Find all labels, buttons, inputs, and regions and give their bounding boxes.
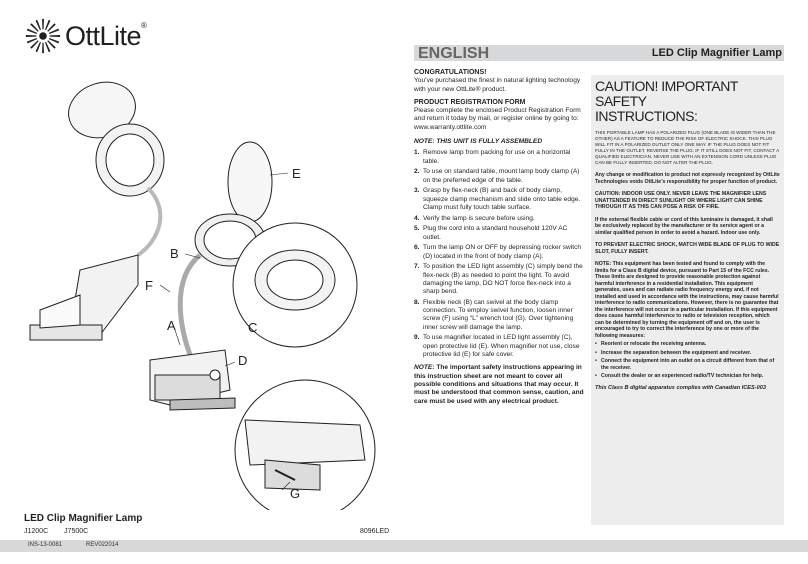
document-title: LED Clip Magnifier Lamp (651, 47, 782, 59)
registration-heading: PRODUCT REGISTRATION FORM (414, 98, 526, 106)
final-note: NOTE: The important safety instructions … (414, 364, 584, 405)
list-item: 5.Plug the cord into a standard househol… (414, 225, 568, 241)
list-item: •Increase the separation between the equ… (595, 349, 752, 356)
header-bar: ENGLISH LED Clip Magnifier Lamp (414, 45, 784, 62)
model-number: J1200C (24, 528, 49, 535)
assembled-note: NOTE: THIS UNIT IS FULLY ASSEMBLED (414, 138, 543, 146)
polarized-plug-text: THIS PORTABLE LAMP HAS A POLARIZED PLUG … (595, 130, 779, 165)
caution-title: CAUTION! IMPORTANT SAFETY INSTRUCTIONS: (595, 78, 738, 124)
ins-code: INS-13-0081 (28, 542, 63, 548)
list-item: 3.Grasp by flex-neck (B) and back of bod… (414, 187, 581, 211)
list-item: 2.To use on standard table, mount lamp b… (414, 168, 580, 184)
list-item: 6.Turn the lamp ON or OFF by depressing … (414, 244, 582, 260)
footer-bar: INS-13-0081 REV022014 (0, 540, 808, 552)
list-item: 9.To use magnifier located in LED light … (414, 334, 580, 359)
measures-list: •Reorient or relocate the receiving ante… (595, 341, 780, 380)
label-b: B (170, 246, 179, 261)
protective-lid-e (227, 141, 273, 223)
steps-list: 1.Remove lamp from packing for use on a … (414, 149, 586, 359)
part-number: 8096LED (360, 528, 390, 535)
list-item: •Connect the equipment into an outlet on… (595, 358, 775, 371)
lamp-full-view (29, 81, 165, 341)
logo-wordmark: OttLite® (65, 20, 147, 51)
label-e: E (292, 166, 301, 181)
rocker-switch-d (209, 369, 221, 381)
list-item: 1.Remove lamp from packing for use on a … (414, 149, 571, 165)
shock-text: TO PREVENT ELECTRIC SHOCK, MATCH WIDE BL… (595, 242, 780, 255)
list-item: 8.Flexible neck (B) can swivel at the bo… (414, 298, 574, 331)
list-item: 4.Verify the lamp is secure before using… (414, 214, 535, 222)
caution-box: CAUTION! IMPORTANT SAFETY INSTRUCTIONS: … (591, 75, 784, 525)
rev-code: REV022014 (86, 542, 119, 548)
lamp-illustration: E B F A C D G (29, 81, 376, 510)
registration-text: Please complete the enclosed Product Reg… (414, 107, 581, 131)
instructions-column: CONGRATULATIONS! You’ve purchased the fi… (414, 69, 586, 406)
modification-text: Any change or modification to product no… (595, 172, 780, 185)
model-number: J7500C (64, 528, 89, 535)
model-numbers: J1200C J7500C (24, 528, 102, 535)
fcc-text: NOTE: This equipment has been tested and… (595, 261, 779, 339)
congrats-heading: CONGRATULATIONS! (414, 69, 487, 76)
language-heading: ENGLISH (418, 45, 490, 62)
flex-neck-b (177, 253, 202, 361)
cable-text: If the external flexible cable or cord o… (595, 216, 773, 236)
canada-compliance: This Class B digital apparatus complies … (595, 384, 766, 391)
label-a: A (167, 318, 176, 333)
indoor-caution-text: CAUTION: INDOOR USE ONLY. NEVER LEAVE TH… (595, 191, 767, 210)
congrats-text: You’ve purchased the finest in natural l… (414, 77, 581, 93)
footer-product-title: LED Clip Magnifier Lamp (24, 513, 143, 524)
label-f: F (145, 278, 153, 293)
label-d: D (238, 353, 247, 368)
label-c: C (248, 320, 257, 335)
label-g: G (290, 486, 300, 501)
list-item: •Reorient or relocate the receiving ante… (595, 341, 707, 347)
sunburst-logo-icon (25, 18, 61, 54)
list-item: 7.To position the LED light assembly (C)… (414, 263, 583, 296)
ottlite-logo: OttLite® (24, 16, 147, 56)
list-item: •Consult the dealer or an experienced ra… (595, 373, 764, 379)
